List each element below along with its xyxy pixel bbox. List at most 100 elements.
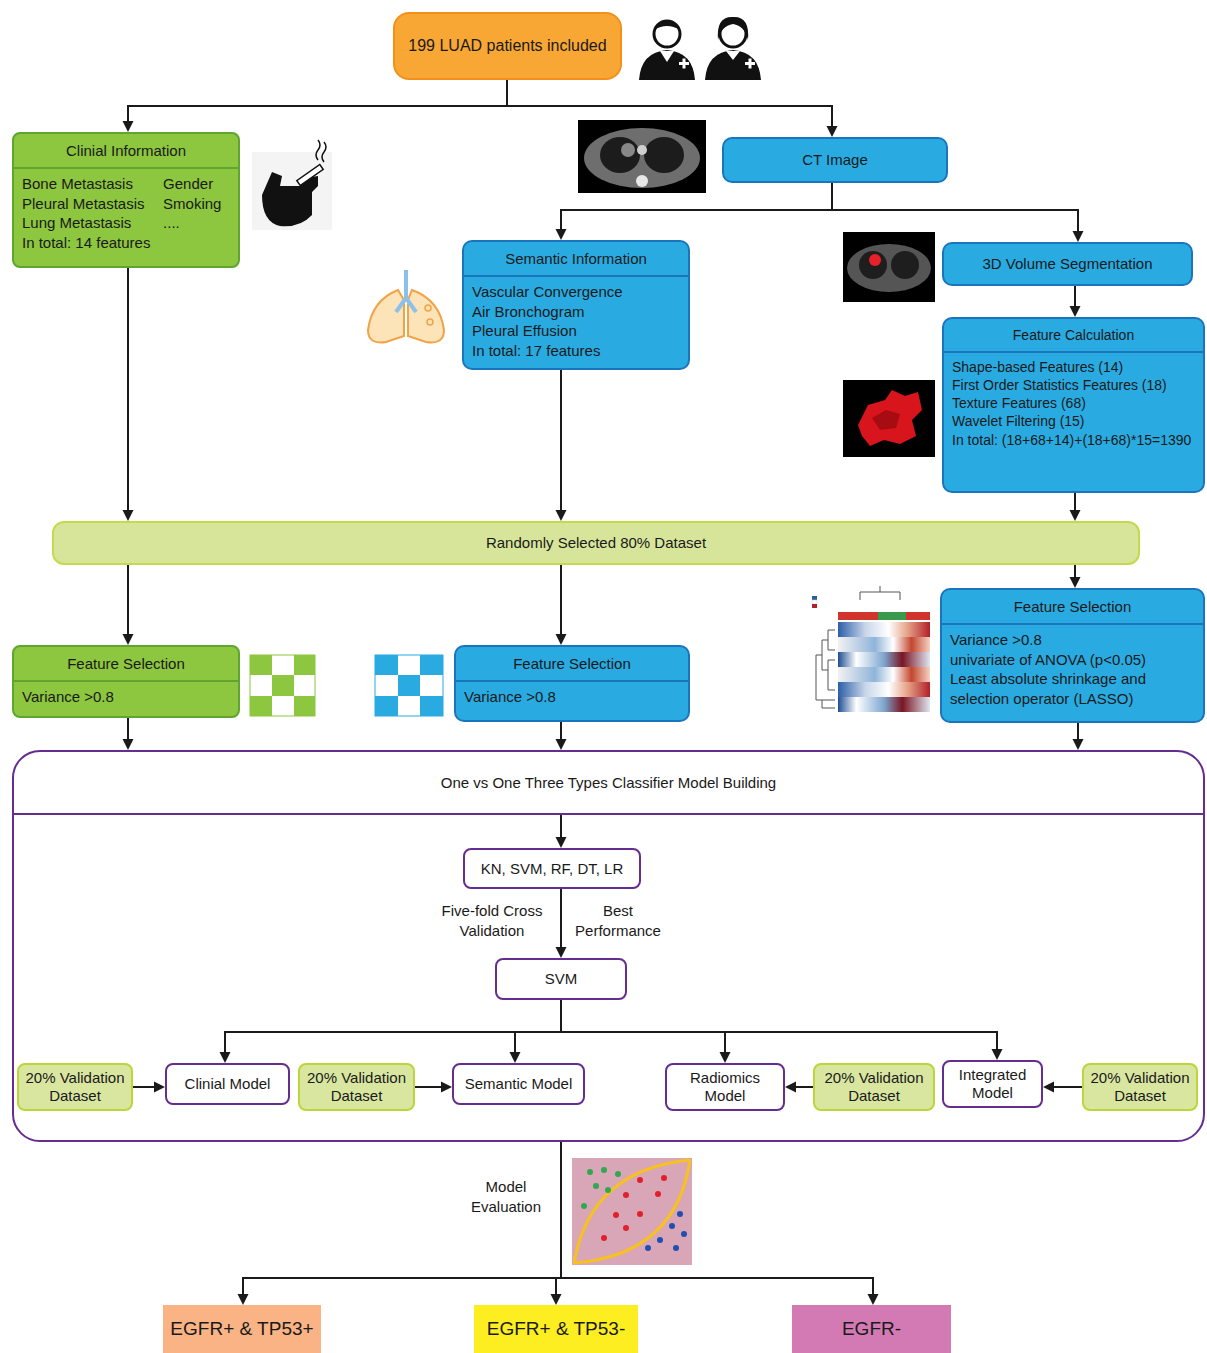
box-label: Semantic Model (465, 1075, 573, 1093)
heatmap-icon (812, 586, 930, 712)
connector-arrow (123, 268, 134, 521)
arrow-head (868, 1294, 879, 1305)
box-label: CT Image (802, 151, 868, 169)
outcome-box: EGFR+ & TP53- (474, 1305, 638, 1353)
box-text: univariate of ANOVA (p<0.05) (950, 650, 1195, 670)
arrow-head (154, 1082, 165, 1093)
box-text: Least absolute shrinkage and selection o… (950, 669, 1195, 708)
box-body: Variance >0.8 (14, 682, 238, 713)
connector-arrow (123, 80, 508, 132)
box-text: Variance >0.8 (464, 687, 680, 707)
edge-note: Best Performance (568, 901, 668, 940)
box-label: Clinial Model (185, 1075, 271, 1093)
box-text: .... (163, 213, 230, 233)
panel-heading: One vs One Three Types Classifier Model … (14, 752, 1203, 815)
box-text: Variance >0.8 (22, 687, 230, 707)
box-text: In total: 17 features (472, 341, 680, 361)
connector-line (225, 1000, 561, 1054)
connector-arrow (1070, 286, 1081, 317)
connector-arrow (123, 718, 134, 750)
box-label: Randomly Selected 80% Dataset (486, 534, 706, 552)
connector-line (127, 565, 129, 636)
classifier-box: SVM (495, 958, 627, 1000)
arrow-head (441, 1082, 452, 1093)
arrow-head (1070, 306, 1081, 317)
arrow-head (1043, 1082, 1054, 1093)
semantic-info-box: Semantic InformationVascular Convergence… (462, 240, 690, 370)
feature-calc-box: Feature CalculationShape-based Features … (942, 317, 1205, 493)
connector-line (832, 183, 1078, 233)
connector-arrow (556, 722, 567, 750)
model-building-panel: One vs One Three Types Classifier Model … (12, 750, 1205, 1142)
model-box: Integrated Model (942, 1060, 1043, 1108)
connector-arrow (561, 1000, 1003, 1060)
arrow-head (123, 739, 134, 750)
connector-arrow (510, 1000, 562, 1063)
validation-box: 20% Validation Dataset (1082, 1063, 1198, 1111)
classification-plot (572, 1158, 692, 1265)
box-label: 20% Validation Dataset (25, 1069, 125, 1105)
box-text: Air Bronchogram (472, 302, 680, 322)
validation-box: 20% Validation Dataset (17, 1063, 133, 1111)
box-body: Shape-based Features (14)First Order Sta… (944, 353, 1203, 455)
connector-line (561, 1000, 997, 1051)
connector-line (560, 815, 562, 839)
box-heading: Feature Calculation (944, 319, 1203, 353)
box-body: Bone MetastasisGenderPleural MetastasisS… (14, 169, 238, 258)
box-label: KN, SVM, RF, DT, LR (481, 860, 624, 878)
box-body: Variance >0.8 (456, 682, 688, 713)
box-text: Bone Metastasis (22, 174, 153, 194)
validation-box: 20% Validation Dataset (813, 1063, 935, 1111)
arrow-head (1073, 231, 1084, 242)
box-heading: Clinial Information (14, 134, 238, 169)
box-text: Pleural Metastasis (22, 194, 153, 214)
connector-arrow (1070, 493, 1081, 521)
arrow-head (1070, 510, 1081, 521)
arrow-head (1073, 739, 1084, 750)
arrow-head (556, 229, 567, 240)
arrow-head (551, 1294, 562, 1305)
connector-arrow (556, 183, 833, 240)
connector-line (560, 722, 562, 741)
arrow-head (556, 739, 567, 750)
start-box: 199 LUAD patients included (393, 12, 622, 80)
connector-arrow (556, 370, 567, 521)
box-text: Gender (163, 174, 230, 194)
box-label: 199 LUAD patients included (408, 36, 606, 55)
connector-arrow (238, 1142, 562, 1305)
connector-arrow (556, 889, 567, 958)
box-label: SVM (545, 970, 578, 988)
box-text: Wavelet Filtering (15) (952, 412, 1195, 430)
arrow-head (123, 121, 134, 132)
box-heading: Semantic Information (464, 242, 688, 277)
connector-arrow (133, 1082, 165, 1093)
dataset-band: Randomly Selected 80% Dataset (52, 521, 1140, 565)
connector-line (560, 889, 562, 949)
connector-arrow (220, 1000, 562, 1063)
validation-box: 20% Validation Dataset (298, 1063, 415, 1111)
arrow-head (556, 947, 567, 958)
box-text: Shape-based Features (14) (952, 358, 1195, 376)
box-text: Variance >0.8 (950, 630, 1195, 650)
connector-line (415, 1086, 443, 1088)
connector-line (127, 718, 129, 741)
box-label: EGFR- (842, 1318, 901, 1341)
connector-arrow (415, 1082, 452, 1093)
arrow-head (123, 510, 134, 521)
connector-line (515, 1000, 561, 1054)
model-box: Clinial Model (165, 1063, 290, 1105)
box-heading: Feature Selection (942, 590, 1203, 625)
ct-scan-image (578, 120, 706, 193)
connector-arrow (123, 565, 134, 645)
box-label: EGFR+ & TP53+ (170, 1318, 313, 1341)
process-box: CT Image (722, 137, 948, 183)
connector-arrow (785, 1082, 813, 1093)
connector-line (133, 1086, 156, 1088)
box-heading: Feature Selection (456, 647, 688, 682)
connector-line (243, 1142, 561, 1296)
connector-arrow (556, 565, 567, 645)
feature-selection-box: Feature SelectionVariance >0.8univariate… (940, 588, 1205, 723)
arrow-head (220, 1052, 231, 1063)
arrow-head (556, 837, 567, 848)
